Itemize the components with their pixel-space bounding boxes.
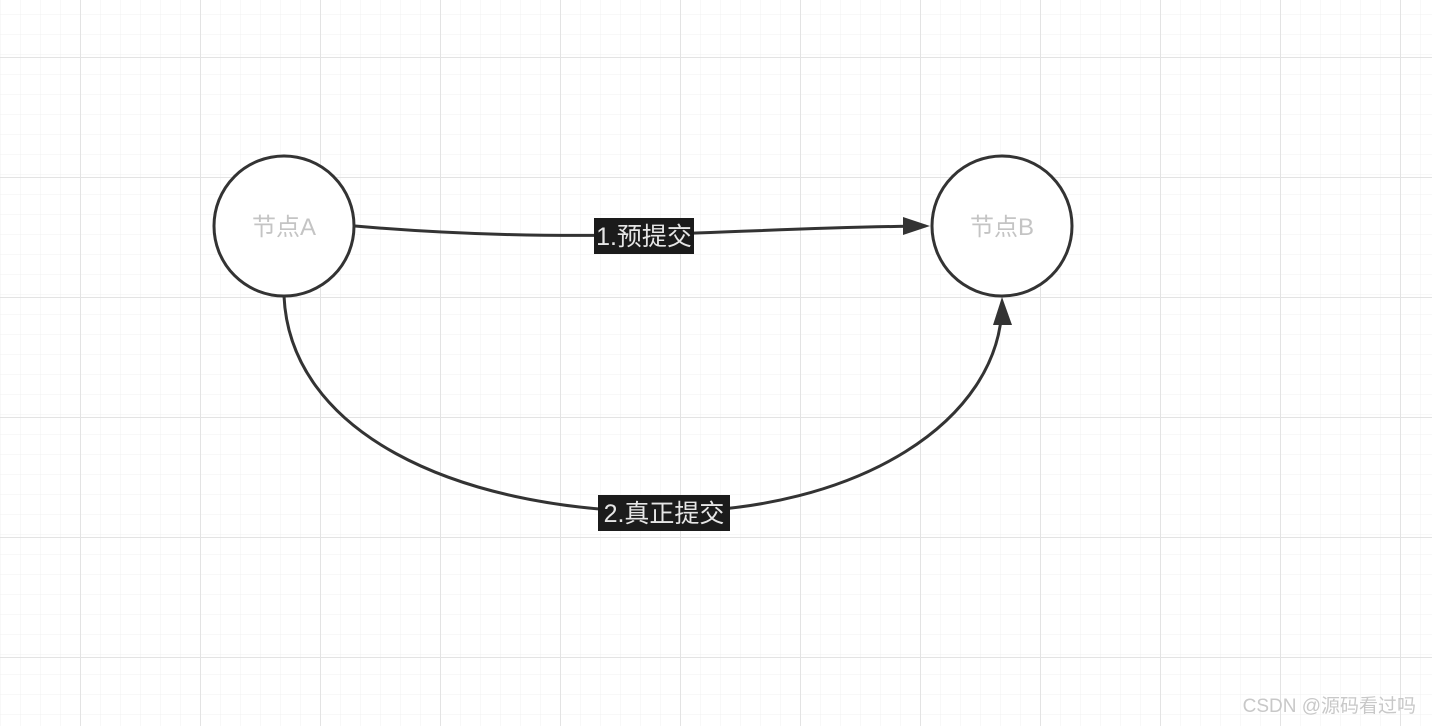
edge-commit-label[interactable]: 2.真正提交 bbox=[598, 495, 730, 531]
edge-precommit-arrowhead bbox=[903, 217, 930, 235]
node-a[interactable]: 节点A bbox=[212, 154, 356, 298]
edge-precommit-label-bg bbox=[594, 218, 694, 254]
edge-commit-arrowhead bbox=[993, 297, 1012, 325]
edge-precommit-label[interactable]: 1.预提交 bbox=[594, 218, 694, 254]
node-b-label: 节点B bbox=[970, 214, 1034, 241]
node-a-label: 节点A bbox=[252, 214, 316, 241]
edge-commit-label-bg bbox=[598, 495, 730, 531]
watermark: CSDN @源码看过吗 bbox=[1242, 696, 1416, 717]
node-b-circle bbox=[930, 154, 1074, 298]
edge-precommit-label-text: 1.预提交 bbox=[596, 223, 692, 251]
node-b[interactable]: 节点B bbox=[930, 154, 1074, 298]
edge-commit-label-text: 2.真正提交 bbox=[604, 500, 725, 528]
node-a-circle bbox=[212, 154, 356, 298]
